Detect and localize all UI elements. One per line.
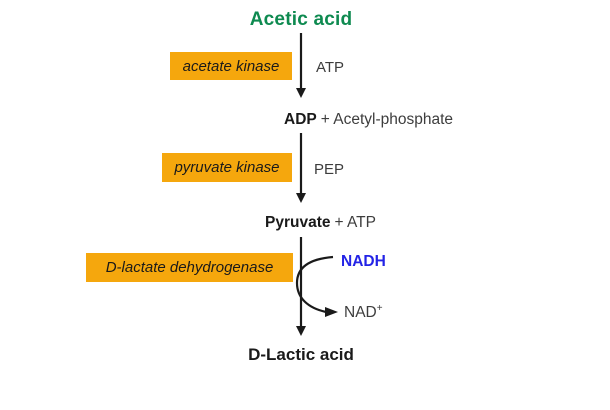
product-rest-acetyl-phosphate: + Acetyl-phosphate bbox=[320, 111, 454, 128]
cofactor-in-nadh: NADH bbox=[341, 253, 386, 270]
down-arrow-step-2-icon bbox=[296, 133, 306, 203]
product-rest-atp: + ATP bbox=[334, 214, 376, 231]
substrate-label-pep: PEP bbox=[314, 161, 345, 178]
nad-base: NAD bbox=[344, 304, 377, 321]
enzyme-box-acetate-kinase: acetate kinase bbox=[170, 52, 292, 80]
nad-superscript-plus: + bbox=[376, 302, 383, 314]
product-bold-adp: ADP bbox=[284, 111, 317, 128]
enzyme-box-d-lactate-dehydrogenase: D-lactate dehydrogenase bbox=[86, 253, 293, 282]
enzyme-label: pyruvate kinase bbox=[174, 159, 280, 176]
substrate-label-atp: ATP bbox=[316, 59, 345, 76]
cofactor-arc-icon bbox=[295, 255, 338, 317]
down-arrow-step-1-icon bbox=[296, 33, 306, 98]
enzyme-label: D-lactate dehydrogenase bbox=[105, 259, 274, 276]
down-arrow-step-3-icon bbox=[296, 237, 306, 336]
enzyme-label: acetate kinase bbox=[182, 57, 280, 75]
product-adp-acetyl-phosphate: ADP+ Acetyl-phosphate bbox=[284, 111, 453, 129]
pathway-title: Acetic acid bbox=[249, 9, 353, 30]
product-bold-pyruvate: Pyruvate bbox=[265, 214, 331, 231]
cofactor-out-nad-plus: NAD+ bbox=[344, 302, 383, 322]
final-product-label: D-Lactic acid bbox=[248, 345, 354, 364]
enzyme-box-pyruvate-kinase: pyruvate kinase bbox=[162, 153, 292, 182]
product-pyruvate-atp: Pyruvate+ ATP bbox=[265, 214, 376, 232]
